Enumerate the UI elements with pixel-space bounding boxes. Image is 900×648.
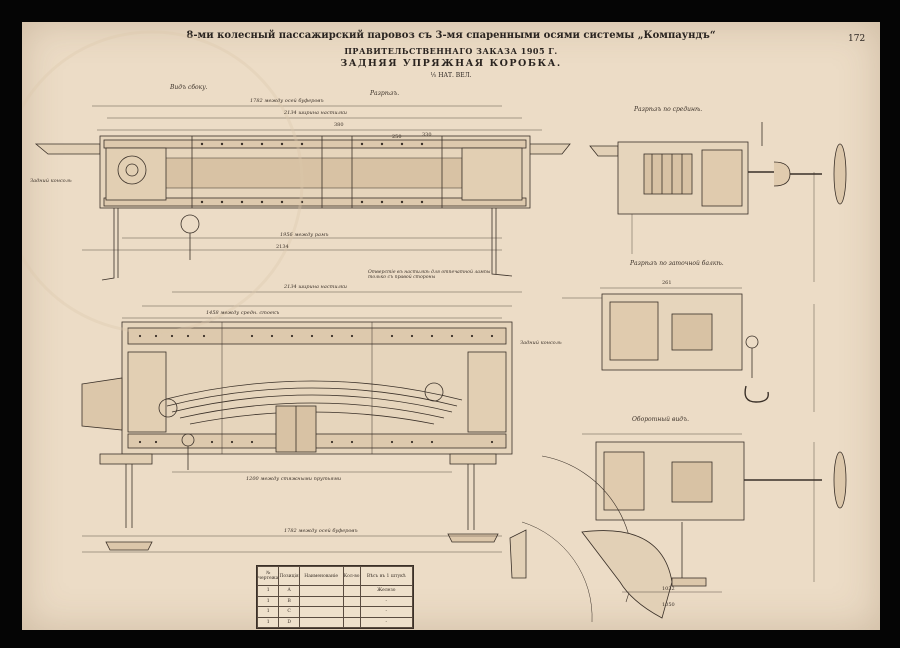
- table-row: 1 C -: [256, 606, 414, 618]
- annotation-4: 2134 ширина настилки: [284, 284, 347, 290]
- parts-table: № чертежа Позиція Наименованіе Кол-во Вѣ…: [256, 565, 414, 629]
- annotation-7: 1200 между стяжными прутьями: [246, 476, 342, 482]
- dimension-1050: 1050: [662, 602, 675, 608]
- parts-col-qty: Кол-во: [342, 565, 361, 587]
- technical-drawing: [22, 30, 847, 623]
- label-section-middle: Разрѣзъ по срединѣ.: [634, 106, 703, 113]
- parts-col-number: № чертежа: [256, 565, 280, 587]
- drawing-sheet: 8-ми колесный пассажирский паровоз съ 3-…: [22, 22, 880, 630]
- dimension-1032: 1032: [662, 586, 675, 592]
- annotation-6: Отверстіе въ настилкѣ для отпечатной лам…: [368, 270, 491, 280]
- label-section: Разрѣзъ.: [370, 90, 400, 97]
- annotation-1: 1782 между осей буферовъ: [250, 98, 324, 104]
- dimension-330: 330: [422, 132, 432, 138]
- scale-label: ⅕ НАТ. ВЕЛ.: [430, 72, 472, 79]
- annotation-5: 1458 между средн. стоекъ: [206, 310, 280, 316]
- table-row: 1 B -: [256, 595, 414, 608]
- label-section-beam: Разрѣзъ по заточной балкѣ.: [630, 260, 724, 267]
- dimension-261: 261: [662, 280, 672, 286]
- plan-section-drawing: [81, 291, 522, 553]
- table-row: 1 A Железо: [256, 585, 414, 597]
- label-back-view: Оборотный видъ.: [632, 416, 690, 423]
- dimension-250: 250: [392, 134, 402, 140]
- table-row: 1 D -: [256, 616, 414, 629]
- parts-col-name: Наименованіе: [298, 565, 344, 587]
- beam-section-drawing: [562, 287, 815, 412]
- annotation-8: 1782 между осей буферовъ: [284, 528, 358, 534]
- dimension-2134: 2134: [276, 244, 289, 250]
- sheet-title-line2: ПРАВИТЕЛЬСТВЕННАГО ЗАКАЗА 1905 Г.: [344, 46, 558, 56]
- label-side-view: Видъ сбоку.: [170, 84, 208, 91]
- parts-col-letter: Позиція: [278, 565, 300, 587]
- annotation-9: Задний консоль: [30, 178, 72, 184]
- side-view-drawing: [34, 105, 571, 281]
- dimension-380: 380: [334, 122, 344, 128]
- sheet-title-line1: 8-ми колесный пассажирский паровоз съ 3-…: [186, 30, 716, 41]
- back-view-drawing: [509, 433, 847, 623]
- middle-section-drawing: [589, 122, 847, 282]
- page-number: 172: [848, 34, 866, 44]
- annotation-2: 2134 ширина настилки: [284, 110, 347, 116]
- sheet-title-line3: ЗАДНЯЯ УПРЯЖНАЯ КОРОБКА.: [340, 58, 562, 69]
- annotation-10: Задний консоль: [520, 340, 562, 346]
- annotation-3: 1956 между рамъ: [280, 232, 329, 238]
- parts-col-weight: Вѣсъ въ 1 штукѣ: [359, 565, 414, 587]
